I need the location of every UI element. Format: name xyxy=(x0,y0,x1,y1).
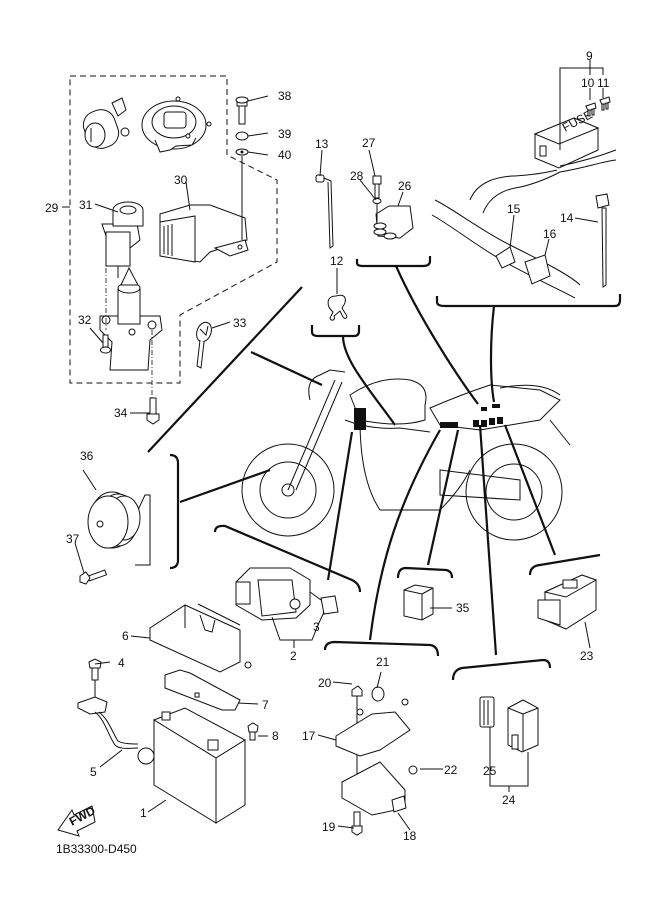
callout-35: 35 xyxy=(456,601,470,615)
callout-leaders xyxy=(62,60,604,831)
callout-10: 10 xyxy=(581,76,595,90)
callout-6: 6 xyxy=(122,629,129,643)
battery-lead xyxy=(77,696,155,765)
bracket-relay-2 xyxy=(213,524,362,593)
callout-33: 33 xyxy=(233,316,247,330)
callout-13: 13 xyxy=(315,137,329,151)
callout-labels: 38 39 40 30 31 29 33 32 34 13 12 27 28 2… xyxy=(45,49,610,843)
callout-38: 38 xyxy=(278,89,292,103)
bolt-4 xyxy=(88,658,102,700)
callout-39: 39 xyxy=(278,127,292,141)
callout-29: 29 xyxy=(45,201,59,215)
callout-27: 27 xyxy=(362,136,376,150)
bolt-32 xyxy=(100,334,111,354)
callout-23: 23 xyxy=(580,649,594,663)
fwd-arrow: FWD xyxy=(57,803,98,837)
main-switch xyxy=(99,248,163,400)
bracket-ecu xyxy=(323,640,440,657)
callout-14: 14 xyxy=(560,211,574,225)
callout-1: 1 xyxy=(140,806,147,820)
battery-cover-plate xyxy=(164,669,241,711)
bracket-35 xyxy=(396,566,454,579)
callout-32: 32 xyxy=(78,313,92,327)
callout-9: 9 xyxy=(586,49,593,63)
starter-relay xyxy=(235,567,339,621)
relay-assembly-24 xyxy=(479,696,539,753)
callout-26: 26 xyxy=(398,179,412,193)
callout-25: 25 xyxy=(483,764,497,778)
fuse-box-group: FUSE xyxy=(431,96,617,299)
callout-4: 4 xyxy=(118,656,125,670)
battery-box-bracket xyxy=(149,603,252,673)
fuel-cap-lock xyxy=(141,96,212,153)
callout-21: 21 xyxy=(376,655,390,669)
callout-18: 18 xyxy=(403,829,417,843)
callout-17: 17 xyxy=(302,729,316,743)
bracket-12-13 xyxy=(310,325,361,338)
callout-20: 20 xyxy=(318,676,332,690)
callout-5: 5 xyxy=(90,765,97,779)
callout-8: 8 xyxy=(272,729,279,743)
relay-unit-23 xyxy=(537,574,598,630)
callout-36: 36 xyxy=(80,449,94,463)
callout-16: 16 xyxy=(543,227,557,241)
callout-3: 3 xyxy=(313,620,320,634)
callout-2: 2 xyxy=(290,649,297,663)
diagram-code: 1B33300-D450 xyxy=(56,842,137,856)
immobilizer-unit xyxy=(159,204,249,263)
lock-set-dashed-outline xyxy=(69,75,278,384)
wire-clamp-12 xyxy=(327,294,348,321)
key xyxy=(196,321,212,369)
immobilizer-antenna xyxy=(101,201,144,278)
bolt-34 xyxy=(146,397,160,425)
motorcycle xyxy=(241,369,571,541)
callout-15: 15 xyxy=(507,202,521,216)
bracket-23 xyxy=(528,553,601,576)
callout-30: 30 xyxy=(174,173,188,187)
callout-34: 34 xyxy=(114,406,128,420)
bolt-8 xyxy=(247,722,259,741)
bracket-24 xyxy=(451,658,552,681)
seat-lock-cylinder xyxy=(82,97,130,149)
bracket-fuse xyxy=(435,294,622,308)
sensor-group xyxy=(372,175,414,240)
callout-31: 31 xyxy=(79,198,93,212)
bracket-26 xyxy=(355,256,432,268)
callout-28: 28 xyxy=(350,169,364,183)
relay-35 xyxy=(403,584,434,621)
callout-12: 12 xyxy=(330,254,344,268)
callout-40: 40 xyxy=(278,148,292,162)
callout-37: 37 xyxy=(66,532,80,546)
lock-set-group xyxy=(69,75,278,400)
callout-24: 24 xyxy=(502,793,516,807)
bracket-horn xyxy=(169,453,180,570)
callout-11: 11 xyxy=(597,76,610,90)
bolt-grommet-collar xyxy=(235,96,249,240)
cable-tie-13 xyxy=(315,174,334,249)
callout-22: 22 xyxy=(444,763,458,777)
bolt-37 xyxy=(79,569,108,585)
leader-lines xyxy=(147,265,557,656)
battery xyxy=(152,707,247,824)
horn xyxy=(87,491,151,566)
callout-7: 7 xyxy=(262,698,269,712)
ecu-group xyxy=(335,685,418,836)
callout-19: 19 xyxy=(322,820,336,834)
